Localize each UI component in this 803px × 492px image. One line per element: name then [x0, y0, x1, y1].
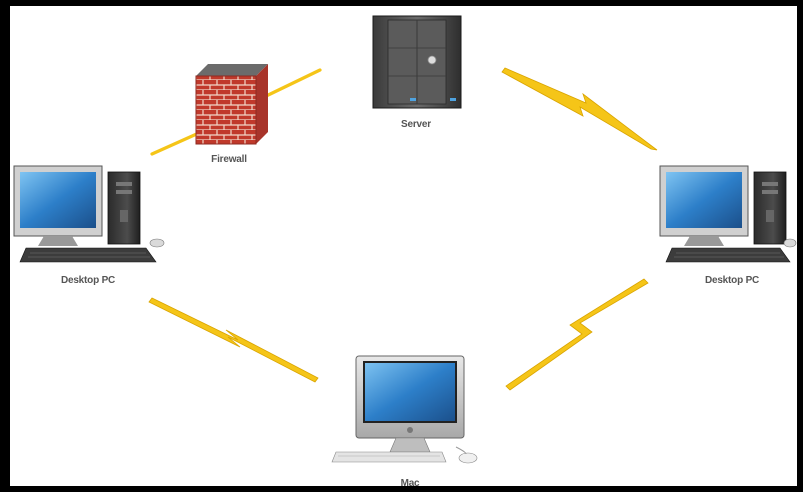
- desktop-pc-left-label: Desktop PC: [61, 275, 115, 286]
- link-pcright-mac: [505, 278, 649, 391]
- server-label: Server: [401, 119, 431, 130]
- imac-icon: [331, 355, 478, 464]
- desktop-pc-icon: [659, 165, 797, 263]
- firewall-node[interactable]: Firewall: [195, 64, 268, 165]
- desktop-pc-left-node[interactable]: Desktop PC: [13, 165, 165, 286]
- mac-label: Mac: [401, 478, 420, 489]
- link-server-pcright: [501, 67, 658, 151]
- firewall-label: Firewall: [211, 154, 247, 165]
- mac-node[interactable]: Mac: [331, 355, 478, 489]
- brick-firewall-icon: [195, 64, 268, 145]
- desktop-pc-right-label: Desktop PC: [705, 275, 759, 286]
- link-mac-pcleft: [148, 297, 319, 383]
- server-tower-icon: [372, 15, 462, 109]
- link-firewall-server: [260, 68, 322, 100]
- server-node[interactable]: Server: [372, 15, 462, 130]
- desktop-pc-right-node[interactable]: Desktop PC: [659, 165, 797, 286]
- desktop-pc-icon: [13, 165, 165, 263]
